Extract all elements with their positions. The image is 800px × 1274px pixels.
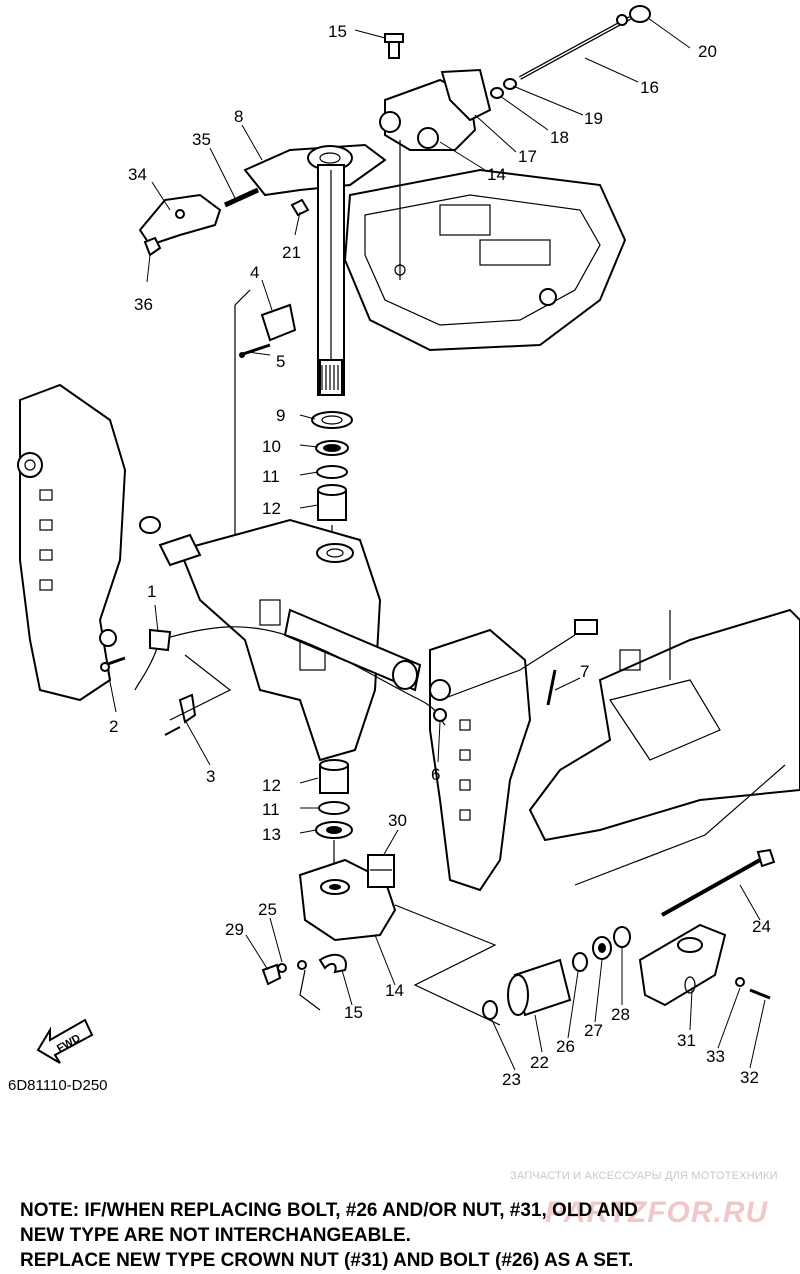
callout-1: 1 [147,582,156,601]
clamp-bracket-left [17,383,127,702]
steering-rod [384,5,651,99]
clip-and-screw [234,289,297,561]
callout-4: 4 [250,263,259,282]
callout-15: 15 [344,1003,363,1022]
callout-16: 14 [487,165,506,184]
bottom-cowling-plate [343,168,627,352]
callout-25: 23 [502,1070,521,1089]
note-line-2: NEW TYPE ARE NOT INTERCHANGEABLE. [20,1225,411,1246]
callout-21: 19 [584,109,603,128]
callout-36: 34 [128,165,147,184]
callout-31: 29 [225,920,244,939]
leader-lines [107,17,766,1071]
watermark-tagline: ЗАПЧАСТИ И АКСЕССУАРЫ ДЛЯ МОТОТЕХНИКИ [510,1170,778,1182]
watermark-logo: PARTZFOR.RU [545,1196,769,1229]
callout-9: 9 [276,406,285,425]
callout-37: 35 [192,130,211,149]
callout-7: 7 [580,662,589,681]
callout-32: 30 [388,811,407,830]
cable-bracket [138,187,310,257]
callout-11-lower: 11 [262,800,280,819]
swivel-bracket [139,516,382,762]
ground-wire [134,619,598,726]
callout-20: 18 [550,128,569,147]
callout-10: 10 [262,437,281,456]
rubber-mount-assembly [482,764,786,1020]
callout-6: 6 [431,765,440,784]
callout-34: 32 [740,1068,759,1087]
callout-labels: 15 20 16 19 18 17 14 8 35 34 21 36 4 5 9… [109,22,771,1089]
callout-2: 2 [109,717,118,736]
callout-18: 16 [640,78,659,97]
callout-22: 20 [698,42,717,61]
diagram-reference-code: 6D81110-D250 [8,1077,108,1094]
callout-17: 15 [328,22,347,41]
callout-30: 28 [611,1005,630,1024]
callout-13: 13 [262,825,281,844]
callout-14: 14 [385,981,404,1000]
washer-seal-stack-upper [311,411,353,545]
callout-28: 26 [556,1037,575,1056]
lower-mount-bracket [261,854,501,1026]
callout-3: 3 [206,767,215,786]
bolt-and-clamp [100,654,232,736]
steering-arm-and-shaft [243,143,387,396]
tilt-tube [283,608,422,692]
callout-19: 17 [518,147,537,166]
callout-8: 8 [234,107,243,126]
callout-12-upper: 12 [262,499,281,518]
callout-11-upper: 11 [262,467,280,486]
callout-12-lower: 12 [262,776,281,795]
callout-35: 33 [706,1047,725,1066]
callout-29: 27 [584,1021,603,1040]
note-line-3: REPLACE NEW TYPE CROWN NUT (#31) AND BOL… [20,1250,634,1271]
lower-unit-housing [528,608,800,842]
steering-arm-bracket [379,68,492,280]
callout-33: 31 [677,1031,696,1050]
note-line-1: NOTE: IF/WHEN REPLACING BOLT, #26 AND/OR… [20,1200,638,1221]
callout-26: 24 [752,917,771,936]
callout-24: 22 [530,1053,549,1072]
callout-27: 25 [258,900,277,919]
callout-23: 21 [282,243,301,262]
callout-5: 5 [276,352,285,371]
clamp-bracket-right [429,628,532,892]
forward-direction-arrow: FWD [36,1018,94,1064]
bushing-seal-stack-lower [315,759,353,880]
callout-38: 36 [134,295,153,314]
